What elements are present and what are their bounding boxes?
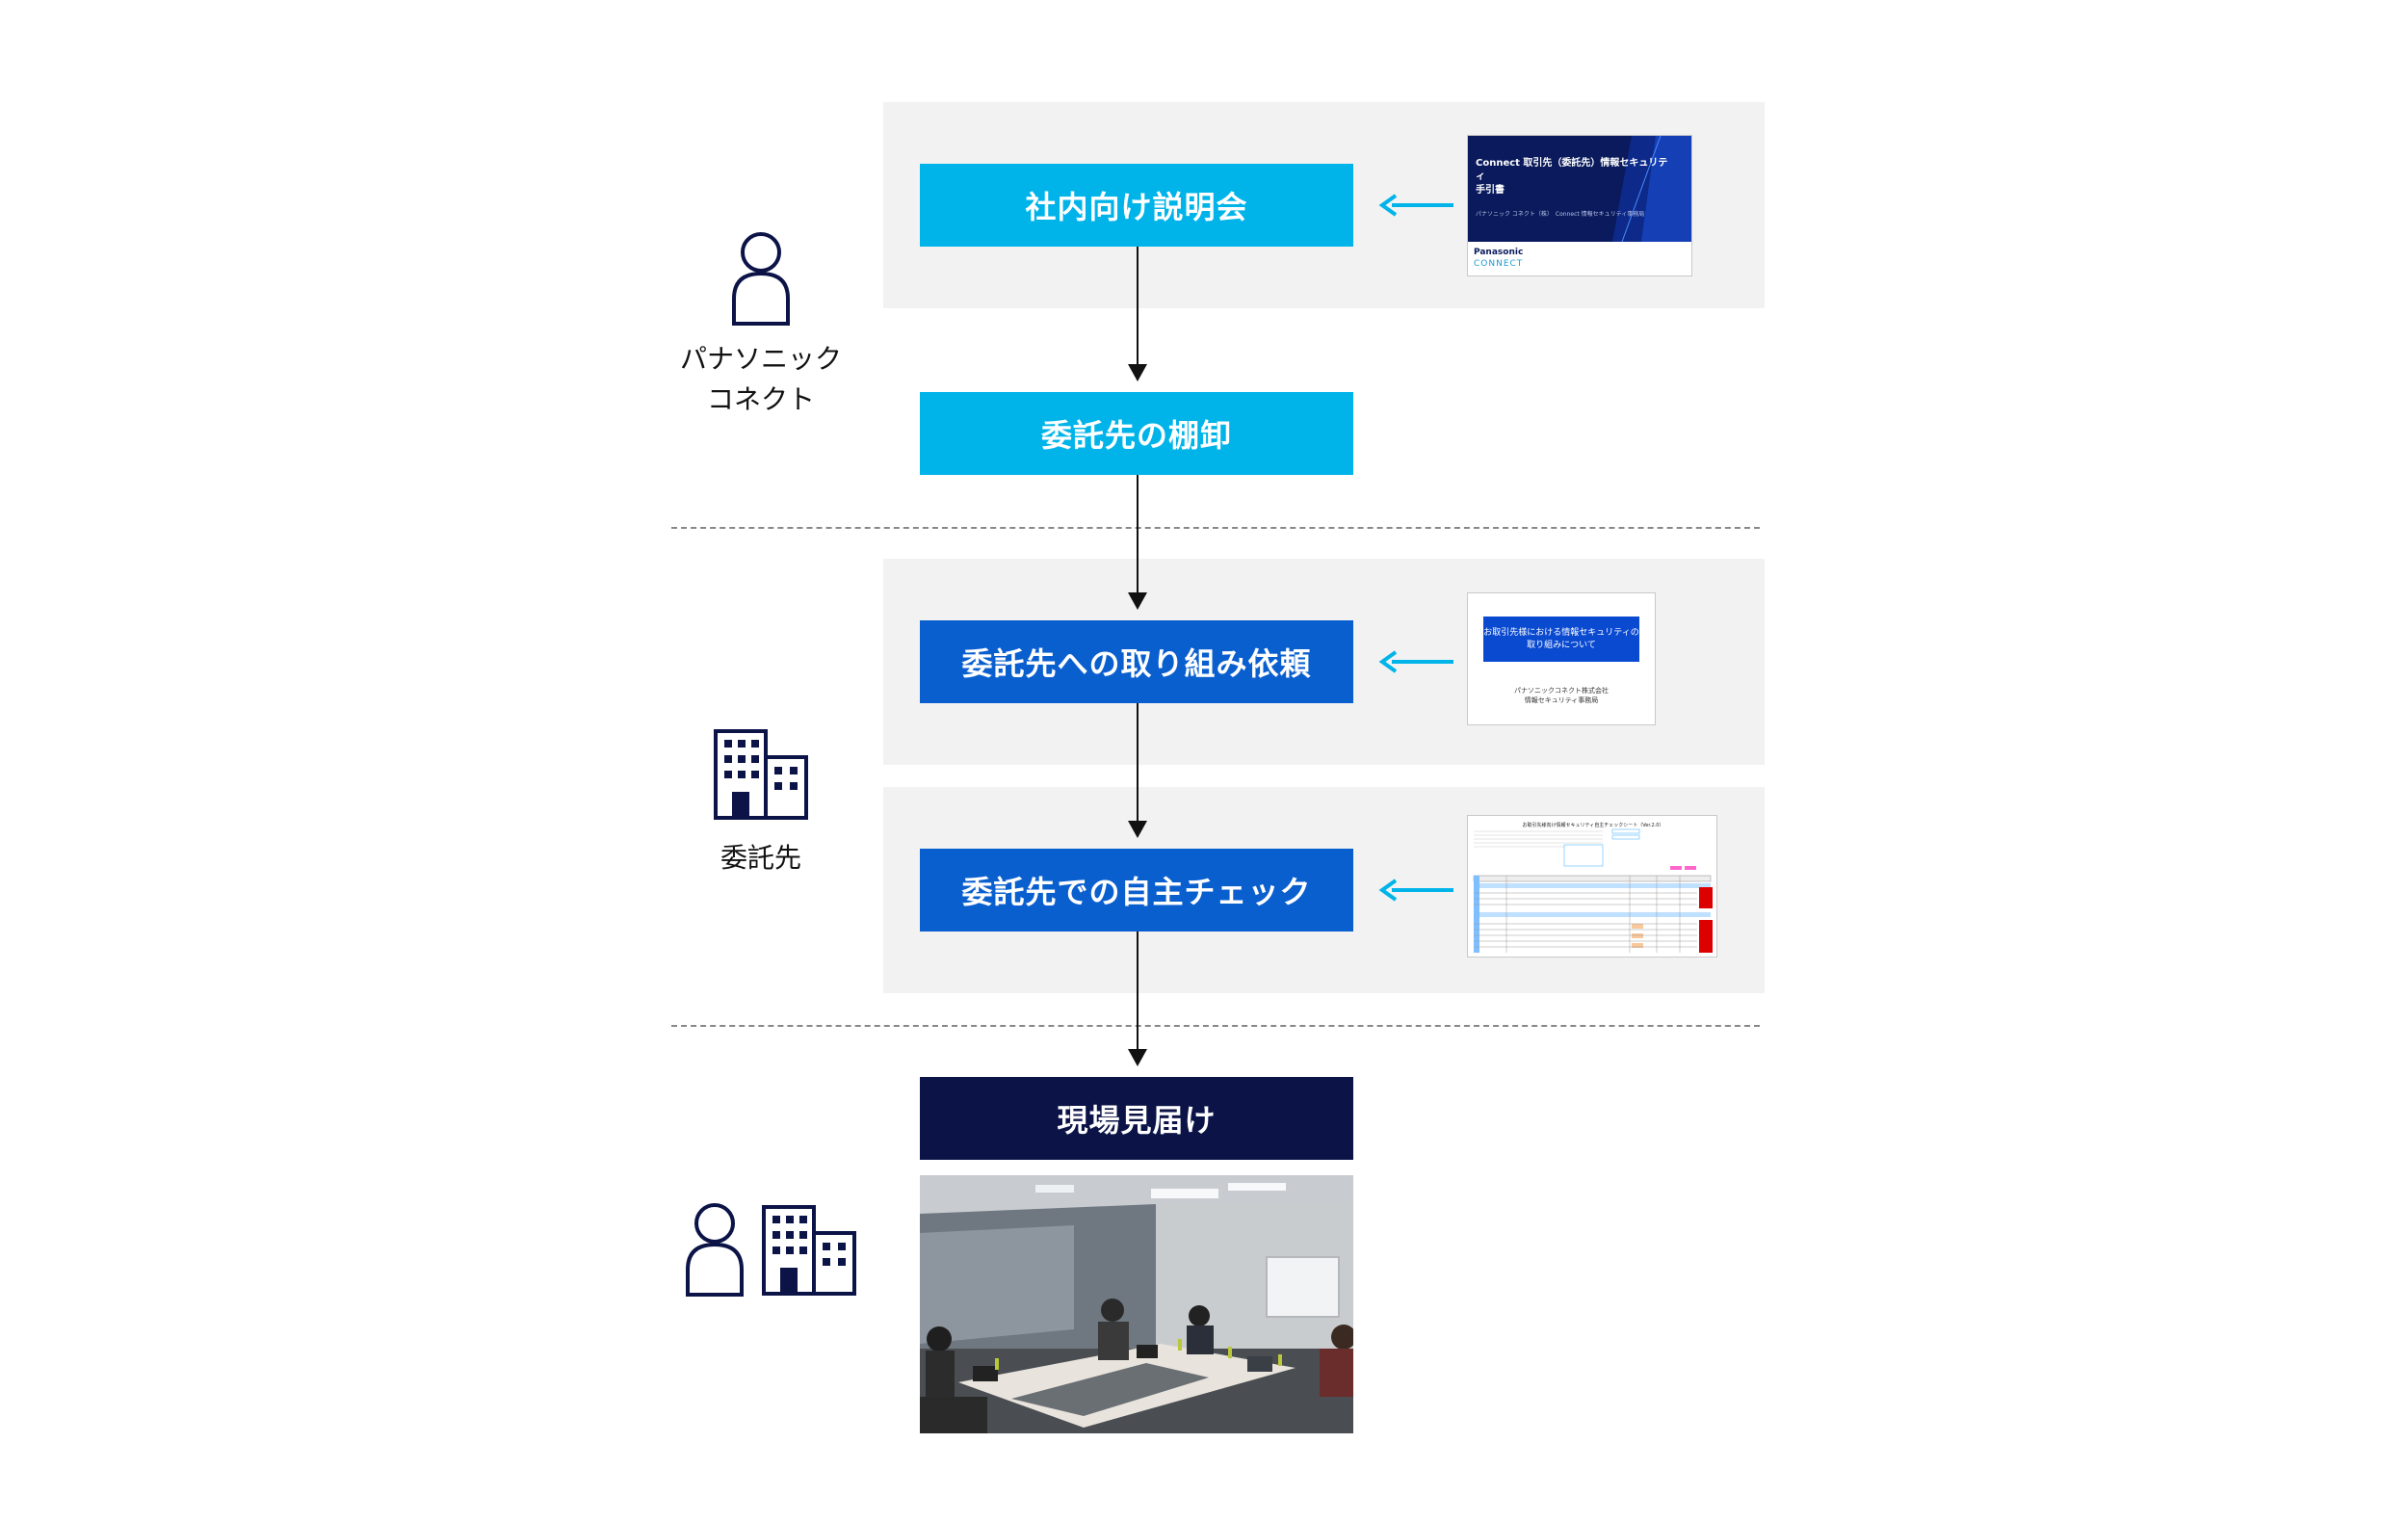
arrow-down-icon: [1128, 364, 1147, 381]
separator-line: [671, 527, 1760, 529]
connector-line: [1137, 475, 1139, 592]
connector-line: [1137, 703, 1139, 821]
step-onsite-verification: 現場見届け: [920, 1077, 1353, 1160]
request-title: お取引先様における情報セキュリティの取り組みについて: [1483, 617, 1639, 662]
guide-cover-band: Connect 取引先（委託先）情報セキュリティ 手引書 パナソニック コネクト…: [1468, 136, 1691, 242]
arrow-down-icon: [1128, 821, 1147, 838]
person-icon: [732, 232, 790, 326]
arrow-down-icon: [1128, 1049, 1147, 1066]
actor-label-panasonic: パナソニック コネクト: [679, 343, 842, 415]
arrow-down-icon: [1128, 592, 1147, 610]
guide-document-thumbnail: Connect 取引先（委託先）情報セキュリティ 手引書 パナソニック コネクト…: [1467, 135, 1692, 276]
building-icon: [714, 729, 808, 820]
checklist-title: お取引先様向け情報セキュリティ自主チェックシート（Ver.2.0）: [1522, 823, 1664, 828]
step-request-to-contractor: 委託先への取り組み依頼: [920, 620, 1353, 703]
actor-label-contractor: 委託先: [720, 842, 801, 874]
arrow-left-icon: [1378, 194, 1453, 217]
checklist-table: [1473, 828, 1713, 953]
connector-line: [1137, 932, 1139, 1049]
person-icon: [686, 1203, 744, 1297]
step-contractor-self-check: 委託先での自主チェック: [920, 849, 1353, 932]
guide-subtitle: パナソニック コネクト（株） Connect 情報セキュリティ事務局: [1476, 211, 1645, 218]
request-document-thumbnail: お取引先様における情報セキュリティの取り組みについて パナソニックコネクト株式会…: [1467, 592, 1656, 725]
checklist-document-thumbnail: お取引先様向け情報セキュリティ自主チェックシート（Ver.2.0）: [1467, 815, 1717, 958]
connector-line: [1137, 247, 1139, 364]
cover-decoration: [1612, 136, 1691, 242]
request-issuer: パナソニックコネクト株式会社 情報セキュリティ事務局: [1514, 687, 1609, 704]
guide-title: Connect 取引先（委託先）情報セキュリティ 手引書: [1476, 158, 1668, 196]
onsite-meeting-photo: [920, 1175, 1353, 1433]
arrow-left-icon: [1378, 879, 1453, 902]
building-icon: [762, 1205, 856, 1296]
connect-logo: CONNECT: [1474, 259, 1524, 269]
separator-line: [671, 1025, 1760, 1027]
step-internal-briefing: 社内向け説明会: [920, 164, 1353, 247]
arrow-left-icon: [1378, 650, 1453, 673]
panasonic-logo: Panasonic: [1474, 248, 1524, 257]
step-contractor-inventory: 委託先の棚卸: [920, 392, 1353, 475]
